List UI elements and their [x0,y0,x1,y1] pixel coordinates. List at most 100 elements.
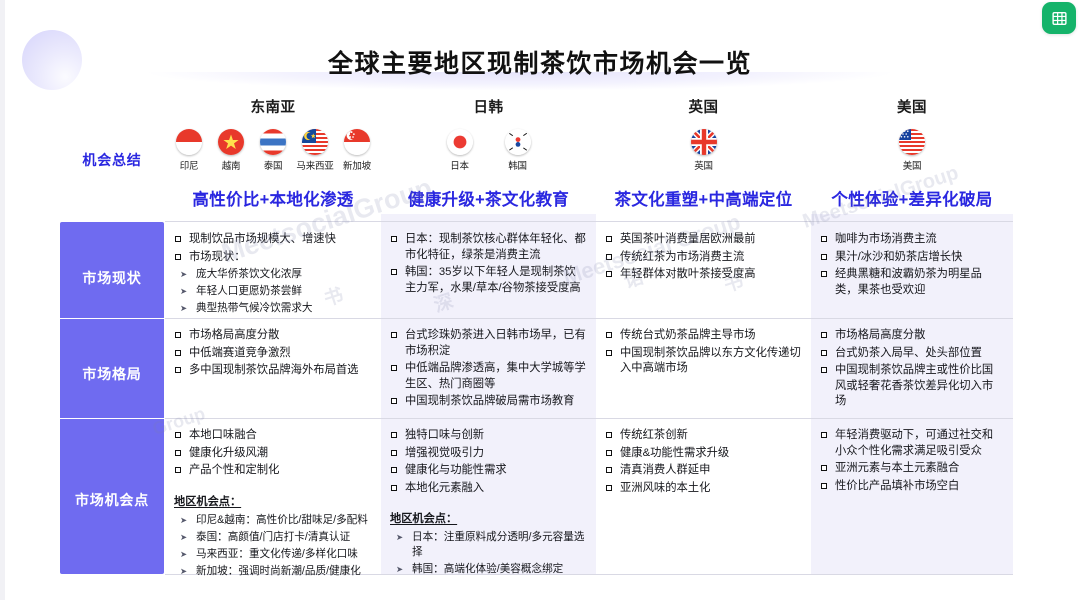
flag-label: 越南 [221,161,241,172]
row-header-rail [60,222,164,574]
flag-label: 新加坡 [343,161,371,172]
flag-cell-uk: 英国 [685,129,723,172]
sub-bullet-list: 日本：注重原料成分透明/多元容量选择 韩国：高端化体验/美容概念绑定 [390,530,587,577]
region-title: 美国 [897,100,927,116]
bullet-list: 市场格局高度分散 台式奶茶入局早、处头部位置 中国现制茶饮品牌主或性价比国风或轻… [820,328,1004,410]
cell-landscape-southeast-asia: 市场格局高度分散 中低端赛道竞争激烈 多中国现制茶饮品牌海外布局首选 [165,318,381,418]
region-title: 东南亚 [250,100,296,116]
cell-status-usa: 咖啡为市场消费主流 果汁/冰沙和奶茶店增长快 经典黑糖和波霸奶茶为明星品类，果茶… [811,222,1013,318]
sub-bullet-list: 印尼&越南：高性价比/甜味足/多配料 泰国：高颜值/门店打卡/清真认证 马来西亚… [174,513,372,579]
cell-status-japan-korea: 日本：现制茶饮核心群体年轻化、都市化特征，绿茶是消费主流 韩国：35岁以下年轻人… [381,222,596,318]
flag-row: 美国 [811,129,1013,172]
summary-japan-korea: 健康升级+茶文化教育 [407,191,570,209]
vietnam-flag-icon [218,129,244,155]
singapore-flag-icon [344,129,370,155]
list-item: 亚洲元素与本土元素融合 [820,461,1004,477]
grid-rule [165,221,1013,222]
list-item: 庞大华侨茶饮文化浓厚 [174,267,372,282]
malaysia-flag-icon [302,129,328,155]
rail-divider [60,418,164,419]
list-item: 健康化升级风潮 [174,446,372,462]
flag-label: 马来西亚 [296,161,334,172]
column-header-japan-korea: 日韩 日本 韩国 [381,96,596,214]
grid-rule [165,574,1013,575]
flag-cell-japan: 日本 [441,129,479,172]
column-header-southeast-asia: 东南亚 印尼 越南 泰国 [165,96,381,214]
south-korea-flag-icon [504,129,531,155]
cell-landscape-uk: 传统台式奶茶品牌主导市场 中国现制茶饮品牌以东方文化传递切入中高端市场 [596,318,811,418]
column-band-usa [811,214,1013,574]
column-header-usa: 美国 美国 [811,96,1013,214]
bullet-list: 年轻消费驱动下，可通过社交和小众个性化需求满足吸引受众 亚洲元素与本土元素融合 … [820,428,1004,494]
list-item: 中低端赛道竞争激烈 [174,346,372,362]
column-header-uk: 英国 英国 [596,96,811,214]
regional-opportunity-heading: 地区机会点： [174,495,242,508]
list-item: 年轻消费驱动下，可通过社交和小众个性化需求满足吸引受众 [820,428,1004,459]
list-item: 年轻群体对散叶茶接受度高 [605,267,802,283]
list-item: 现制饮品市场规模大、增速快 [174,232,372,248]
list-item: 传统红茶为市场消费主流 [605,250,802,266]
list-item: 本地化元素融入 [390,481,587,497]
summary-usa: 个性体验+差异化破局 [831,191,993,209]
cell-status-southeast-asia: 现制饮品市场规模大、增速快 市场现状： 庞大华侨茶饮文化浓厚 年轻人口更愿奶茶尝… [165,222,381,318]
row-header-market-opportunity: 市场机会点 [75,492,149,508]
list-item: 独特口味与创新 [390,428,587,444]
cell-opportunity-uk: 传统红茶创新 健康&功能性需求升级 清真消费人群延申 亚洲风味的本土化 [596,418,811,574]
list-item: 市场格局高度分散 [174,328,372,344]
list-item: 多中国现制茶饮品牌海外布局首选 [174,363,372,379]
bullet-list: 台式珍珠奶茶进入日韩市场早，已有市场积淀 中低端品牌渗透高，集中大学城等学生区、… [390,328,587,410]
flag-cell-usa: 美国 [893,129,931,172]
flag-row: 印尼 越南 泰国 [165,129,381,172]
list-item: 新加坡：强调时尚新潮/品质/健康化 [174,564,372,579]
flag-cell-korea: 韩国 [499,129,537,172]
bullet-list: 日本：现制茶饮核心群体年轻化、都市化特征，绿茶是消费主流 韩国：35岁以下年轻人… [390,232,587,296]
cell-opportunity-usa: 年轻消费驱动下，可通过社交和小众个性化需求满足吸引受众 亚洲元素与本土元素融合 … [811,418,1013,574]
cell-landscape-japan-korea: 台式珍珠奶茶进入日韩市场早，已有市场积淀 中低端品牌渗透高，集中大学城等学生区、… [381,318,596,418]
cell-opportunity-southeast-asia: 本地口味融合 健康化升级风潮 产品个性和定制化 地区机会点： 印尼&越南：高性价… [165,418,381,579]
list-item: 咖啡为市场消费主流 [820,232,1004,248]
bullet-list: 市场格局高度分散 中低端赛道竞争激烈 多中国现制茶饮品牌海外布局首选 [174,328,372,379]
japan-flag-icon [446,129,473,155]
list-item: 英国茶叶消费量居欧洲最前 [605,232,802,248]
united-states-flag-icon [899,129,925,155]
list-item: 韩国：35岁以下年轻人是现制茶饮主力军，水果/草本/谷物茶接受度高 [390,265,587,296]
thailand-flag-icon [260,129,286,155]
page-title: 全球主要地区现制茶饮市场机会一览 [327,50,752,78]
list-item: 产品个性和定制化 [174,463,372,479]
list-item: 本地口味融合 [174,428,372,444]
list-item: 年轻人口更愿奶茶尝鲜 [174,284,372,299]
region-title: 日韩 [473,100,504,116]
flag-row: 日本 韩国 [381,129,596,172]
summary-uk: 茶文化重塑+中高端定位 [614,191,793,209]
list-item: 中低端品牌渗透高，集中大学城等学生区、热门商圈等 [390,361,587,392]
flag-label: 美国 [902,161,922,172]
list-item: 台式奶茶入局早、处头部位置 [820,346,1004,362]
flag-row: 英国 [596,129,811,172]
cell-status-uk: 英国茶叶消费量居欧洲最前 传统红茶为市场消费主流 年轻群体对散叶茶接受度高 [596,222,811,318]
list-item: 健康&功能性需求升级 [605,446,802,462]
row-header-market-status: 市场现状 [82,270,142,286]
region-title: 英国 [688,100,719,116]
flag-label: 韩国 [508,161,527,172]
flag-label: 泰国 [263,161,283,172]
bullet-list: 独特口味与创新 增强视觉吸引力 健康化与功能性需求 本地化元素融入 [390,428,587,496]
cell-landscape-usa: 市场格局高度分散 台式奶茶入局早、处头部位置 中国现制茶饮品牌主或性价比国风或轻… [811,318,1013,418]
flag-cell-malaysia: 马来西亚 [296,129,334,172]
united-kingdom-flag-icon [690,129,717,155]
list-item: 性价比产品填补市场空白 [820,479,1004,495]
summary-southeast-asia: 高性价比+本地化渗透 [192,191,354,209]
flag-cell-singapore: 新加坡 [338,129,376,172]
flag-label: 印尼 [179,161,199,172]
list-item: 中国现制茶饮品牌主或性价比国风或轻奢花香茶饮差异化切入市场 [820,363,1004,410]
bullet-list: 英国茶叶消费量居欧洲最前 传统红茶为市场消费主流 年轻群体对散叶茶接受度高 [605,232,802,283]
list-item: 中国现制茶饮品牌以东方文化传递切入中高端市场 [605,346,802,377]
flag-cell-thailand: 泰国 [254,129,292,172]
column-band-japan-korea [381,214,596,574]
list-item: 传统台式奶茶品牌主导市场 [605,328,802,344]
spreadsheet-grid-icon[interactable] [1042,2,1076,34]
bullet-list: 现制饮品市场规模大、增速快 市场现状： [174,232,372,265]
grid-rule [165,318,1013,319]
flag-cell-vietnam: 越南 [212,129,250,172]
indonesia-flag-icon [176,129,202,155]
